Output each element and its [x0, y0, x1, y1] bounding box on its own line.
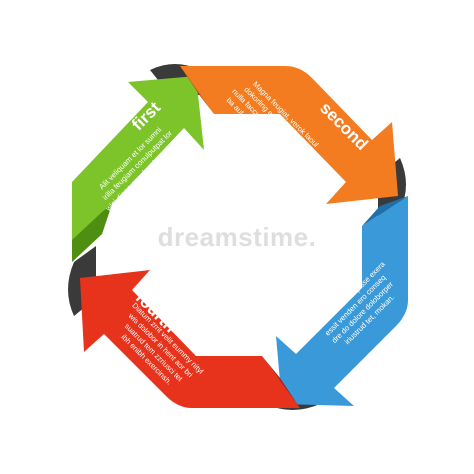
fourth-arrow [80, 270, 300, 408]
step-fourth [80, 270, 300, 408]
fourth-arrow-shade [262, 356, 300, 408]
second-arrow-shade [180, 66, 214, 114]
step-third [276, 196, 408, 406]
third-arrow-shade [362, 196, 408, 226]
step-second [180, 66, 398, 204]
watermark-text: dreamstime. [158, 222, 317, 252]
second-arrow [180, 66, 398, 204]
third-arrow [276, 196, 408, 406]
first-arrow-shade [72, 204, 112, 262]
step-first [72, 76, 204, 262]
